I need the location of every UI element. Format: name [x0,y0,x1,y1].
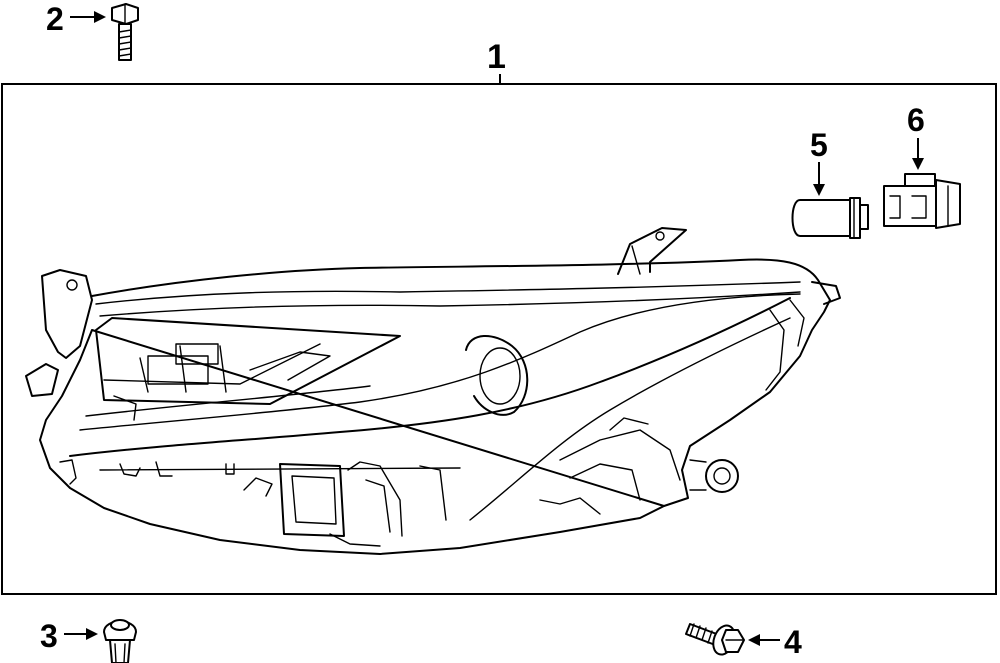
callout-2-arrow [70,11,106,23]
callout-5-label[interactable]: 5 [810,127,828,163]
headlamp-assembly-drawing[interactable] [25,227,841,555]
callout-5-arrow [813,162,825,196]
callout-6-label[interactable]: 6 [907,102,925,138]
callout-4-label[interactable]: 4 [784,624,802,660]
callout-3-arrow [64,628,98,640]
bolt-icon[interactable] [111,3,139,61]
callout-6-arrow [912,138,924,170]
callout-1-label[interactable]: 1 [487,38,506,76]
bolt-flange-icon[interactable] [685,622,745,657]
callout-4-arrow [748,634,780,646]
callout-3-label[interactable]: 3 [40,618,58,654]
clip-icon[interactable] [103,619,137,663]
bulb-icon[interactable] [791,197,869,239]
socket-icon[interactable] [883,173,961,229]
callout-2-label[interactable]: 2 [46,1,64,37]
